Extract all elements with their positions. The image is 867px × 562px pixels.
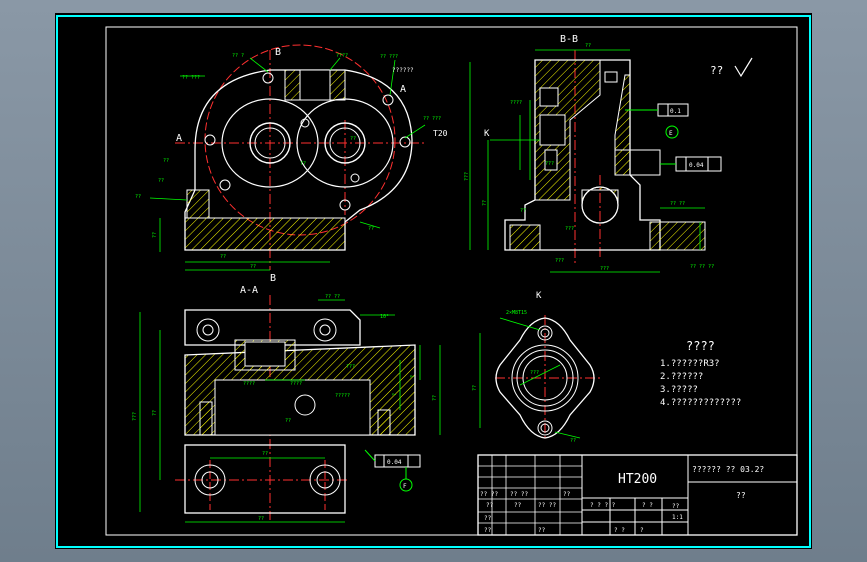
svg-text:???: ??? (600, 266, 609, 272)
svg-text:??: ?? (482, 200, 488, 206)
svg-text:???: ??? (132, 412, 138, 421)
svg-text:??: ?? (285, 418, 291, 424)
thread-note: 2×M8T15 (506, 310, 527, 316)
svg-text:?? ??: ?? ?? (325, 294, 340, 300)
svg-text:??: ?? (220, 254, 226, 260)
svg-text:??: ?? (158, 178, 164, 184)
section-bb-title: B-B (560, 34, 578, 45)
svg-text:?? ???: ?? ??? (423, 116, 441, 122)
tech-requirement-2: 2.?????? (660, 372, 703, 382)
tech-requirement-4: 4.????????????? (660, 398, 741, 408)
svg-text:??: ?? (152, 232, 158, 238)
svg-text:??: ?? (300, 161, 306, 167)
title-row-label-1: ?? ?? (480, 491, 498, 498)
svg-text:??: ?? (514, 502, 522, 509)
svg-text:??: ?? (585, 43, 591, 49)
svg-text:??: ?? (484, 527, 492, 534)
section-aa-view[interactable]: A-A (132, 285, 441, 523)
title-row-label-2: ?? ?? (510, 491, 528, 498)
svg-text:0.1: 0.1 (670, 108, 681, 115)
svg-text:??: ?? (484, 515, 492, 522)
section-label-b-top: B (275, 47, 281, 58)
svg-text:??: ?? (163, 158, 169, 164)
svg-text:??: ?? (368, 226, 374, 232)
svg-text:???: ??? (545, 161, 554, 167)
section-bb-view[interactable]: B-B ?? ??? ?? ???? (464, 34, 753, 273)
svg-text:??: ?? (350, 136, 356, 142)
svg-text:0.04: 0.04 (689, 162, 704, 169)
svg-text:?? ???: ?? ??? (380, 54, 398, 60)
svg-text:??: ?? (258, 516, 264, 522)
svg-text:??: ?? (135, 194, 141, 200)
svg-text:??: ?? (570, 438, 576, 444)
title-block[interactable]: HT200 ?????? ?? 03.2? ?? 1:1 ?? ? ? ? ? … (477, 454, 798, 536)
main-view[interactable]: ?? ??? ?? ? ???? ?? ??? ?? ?? ?? ?? ?? ?… (135, 44, 448, 284)
feature-frame-3: 0.04 F (364, 449, 421, 492)
tolerance-note: T20 (433, 129, 448, 138)
sheet-background (55, 13, 812, 549)
svg-text:??: ?? (538, 527, 546, 534)
svg-text:????: ???? (243, 381, 255, 387)
section-label-a-right: A (400, 84, 406, 95)
view-k[interactable]: K ?? ??? ?? 2×M8T15 (472, 291, 600, 444)
title-col-label-3: ? ? (614, 527, 625, 534)
svg-text:?? ?? ??: ?? ?? ?? (690, 264, 714, 270)
section-label-b-bottom: B (270, 273, 276, 284)
svg-text:????: ???? (336, 53, 348, 59)
tech-requirement-1: 1.??????R3? (660, 359, 720, 369)
tech-requirements-title: ???? (686, 339, 715, 353)
tech-requirement-3: 3.????? (660, 385, 698, 395)
svg-text:????: ???? (290, 381, 302, 387)
svg-text:0.04: 0.04 (387, 459, 402, 466)
svg-text:???: ??? (464, 172, 470, 181)
svg-text:?: ? (640, 527, 644, 534)
svg-text:?: ? (392, 393, 398, 396)
svg-text:10°: 10° (380, 314, 389, 320)
svg-text:???: ??? (530, 370, 539, 376)
svg-text:???: ??? (565, 226, 574, 232)
svg-text:???: ??? (555, 258, 564, 264)
svg-text:F: F (403, 483, 407, 490)
roughness-note: ?? (710, 64, 723, 77)
svg-text:??: ?? (152, 410, 158, 416)
material-label: HT200 (618, 472, 657, 487)
title-row-label-3: ?? ?? (538, 502, 556, 509)
svg-text:????: ???? (510, 100, 522, 106)
section-label-a-left: A (176, 133, 182, 144)
label-k: K (484, 129, 490, 139)
tech-requirements: ???? 1.??????R3? 2.?????? 3.????? 4.????… (660, 339, 741, 408)
tolerance-note-2: ?????? (392, 67, 414, 74)
inner-frame (105, 26, 798, 536)
svg-text:??: ?? (520, 208, 526, 214)
section-aa-title: A-A (240, 285, 258, 296)
svg-text:?? ?: ?? ? (232, 53, 244, 59)
svg-text:??: ?? (262, 451, 268, 457)
feature-frame-1: 0.1 E (625, 103, 689, 139)
svg-text:?? ??: ?? ?? (670, 201, 685, 207)
title-col-label-1: ? ? ? ? (590, 502, 616, 509)
feature-frame-2: 0.04 (614, 149, 722, 176)
svg-text:??: ?? (472, 385, 478, 391)
company-name: ?? (736, 491, 746, 500)
drawing-name: ?????? ?? 03.2? (692, 465, 764, 474)
svg-text:??: ?? (486, 502, 494, 509)
svg-text:??: ?? (563, 491, 571, 498)
svg-text:?????: ????? (335, 393, 350, 399)
svg-text:??: ?? (250, 264, 256, 270)
scale-value: 1:1 (672, 514, 683, 521)
svg-text:??: ?? (432, 395, 438, 401)
title-col-label-2: ? ? (642, 502, 653, 509)
svg-text:?: ? (410, 375, 416, 378)
svg-text:E: E (669, 130, 673, 137)
outer-frame (56, 15, 811, 548)
svg-text:???: ??? (346, 364, 355, 370)
svg-text:?? ???: ?? ??? (182, 75, 200, 81)
roughness-symbol (734, 57, 753, 78)
view-k-title: K (536, 291, 542, 301)
title-cell-q: ?? (672, 503, 680, 510)
